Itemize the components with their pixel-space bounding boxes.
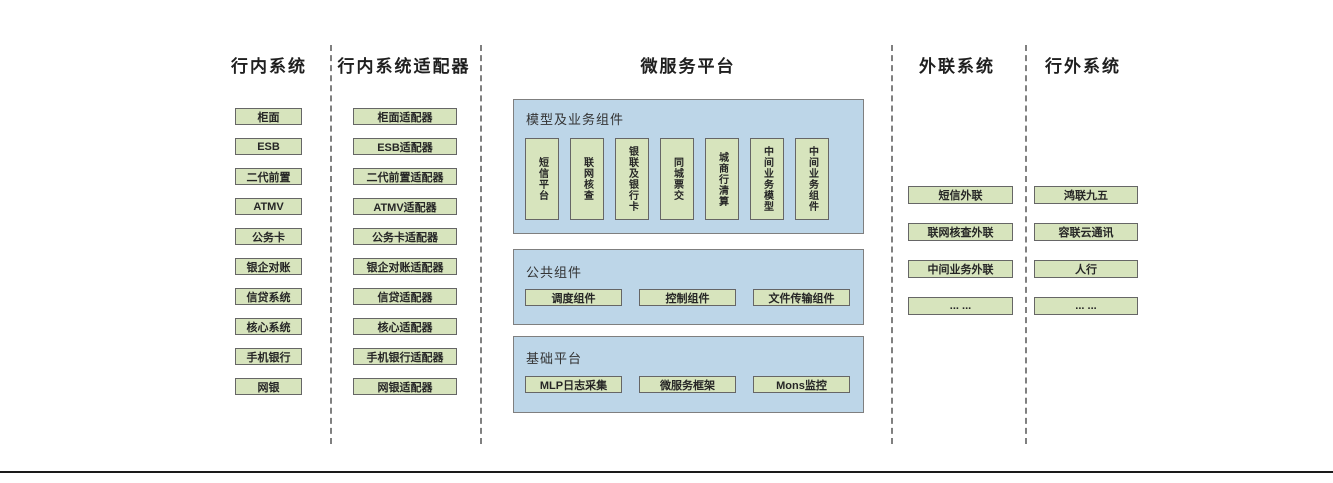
external-systems-column: 鸿联九五 容联云通讯 人行 ... ... [1034, 186, 1138, 315]
outlink-systems-column: 短信外联 联网核查外联 中间业务外联 ... ... [908, 186, 1013, 315]
panel-title: 基础平台 [526, 351, 583, 366]
outlink-node: 短信外联 [908, 186, 1013, 204]
adapter-node: 公务卡适配器 [353, 228, 457, 245]
component-node: 短信平台 [525, 138, 559, 220]
vertical-node-row: 短信平台 联网核查 银联及银行卡 同城票交 城商行清算 中间业务模型 中间业务组… [525, 138, 829, 220]
divider-line [330, 45, 332, 444]
panel-title: 公共组件 [526, 265, 583, 280]
header-internal-systems: 行内系统 [231, 57, 307, 76]
divider-line [891, 45, 893, 444]
component-node: 调度组件 [525, 289, 622, 306]
component-node: 同城票交 [660, 138, 694, 220]
panel-title: 模型及业务组件 [526, 112, 625, 127]
header-internal-adapters: 行内系统适配器 [337, 57, 471, 76]
component-node: Mons监控 [753, 376, 850, 393]
internal-system-node: 核心系统 [235, 318, 302, 335]
internal-system-node: 柜面 [235, 108, 302, 125]
divider-line [480, 45, 482, 444]
adapter-node: 网银适配器 [353, 378, 457, 395]
component-node: 控制组件 [639, 289, 736, 306]
internal-adapters-column: 柜面适配器 ESB适配器 二代前置适配器 ATMV适配器 公务卡适配器 银企对账… [353, 108, 457, 395]
component-node: 微服务框架 [639, 376, 736, 393]
internal-system-node: 银企对账 [235, 258, 302, 275]
adapter-node: 柜面适配器 [353, 108, 457, 125]
adapter-node: 核心适配器 [353, 318, 457, 335]
component-node: 银联及银行卡 [615, 138, 649, 220]
component-node: 联网核查 [570, 138, 604, 220]
panel-base-platform: 基础平台 MLP日志采集 微服务框架 Mons监控 [513, 336, 864, 413]
component-node: MLP日志采集 [525, 376, 622, 393]
panel-model-business-components: 模型及业务组件 短信平台 联网核查 银联及银行卡 同城票交 城商行清算 中间业务… [513, 99, 864, 234]
adapter-node: 二代前置适配器 [353, 168, 457, 185]
bottom-border-line [0, 471, 1333, 473]
divider-line [1025, 45, 1027, 444]
component-node: 中间业务模型 [750, 138, 784, 220]
component-node: 中间业务组件 [795, 138, 829, 220]
adapter-node: ESB适配器 [353, 138, 457, 155]
adapter-node: 手机银行适配器 [353, 348, 457, 365]
adapter-node: ATMV适配器 [353, 198, 457, 215]
header-outlink-systems: 外联系统 [919, 57, 995, 76]
component-node: 城商行清算 [705, 138, 739, 220]
horizontal-node-row: MLP日志采集 微服务框架 Mons监控 [525, 376, 850, 393]
external-node: 鸿联九五 [1034, 186, 1138, 204]
external-node: ... ... [1034, 297, 1138, 315]
internal-systems-column: 柜面 ESB 二代前置 ATMV 公务卡 银企对账 信贷系统 核心系统 手机银行… [235, 108, 302, 395]
internal-system-node: ATMV [235, 198, 302, 215]
outlink-node: 联网核查外联 [908, 223, 1013, 241]
header-microservice-platform: 微服务平台 [640, 57, 736, 76]
horizontal-node-row: 调度组件 控制组件 文件传输组件 [525, 289, 850, 306]
header-external-systems: 行外系统 [1045, 57, 1121, 76]
internal-system-node: 二代前置 [235, 168, 302, 185]
outlink-node: 中间业务外联 [908, 260, 1013, 278]
internal-system-node: 信贷系统 [235, 288, 302, 305]
adapter-node: 银企对账适配器 [353, 258, 457, 275]
internal-system-node: 网银 [235, 378, 302, 395]
internal-system-node: ESB [235, 138, 302, 155]
external-node: 容联云通讯 [1034, 223, 1138, 241]
outlink-node: ... ... [908, 297, 1013, 315]
adapter-node: 信贷适配器 [353, 288, 457, 305]
external-node: 人行 [1034, 260, 1138, 278]
internal-system-node: 手机银行 [235, 348, 302, 365]
internal-system-node: 公务卡 [235, 228, 302, 245]
component-node: 文件传输组件 [753, 289, 850, 306]
panel-common-components: 公共组件 调度组件 控制组件 文件传输组件 [513, 249, 864, 325]
